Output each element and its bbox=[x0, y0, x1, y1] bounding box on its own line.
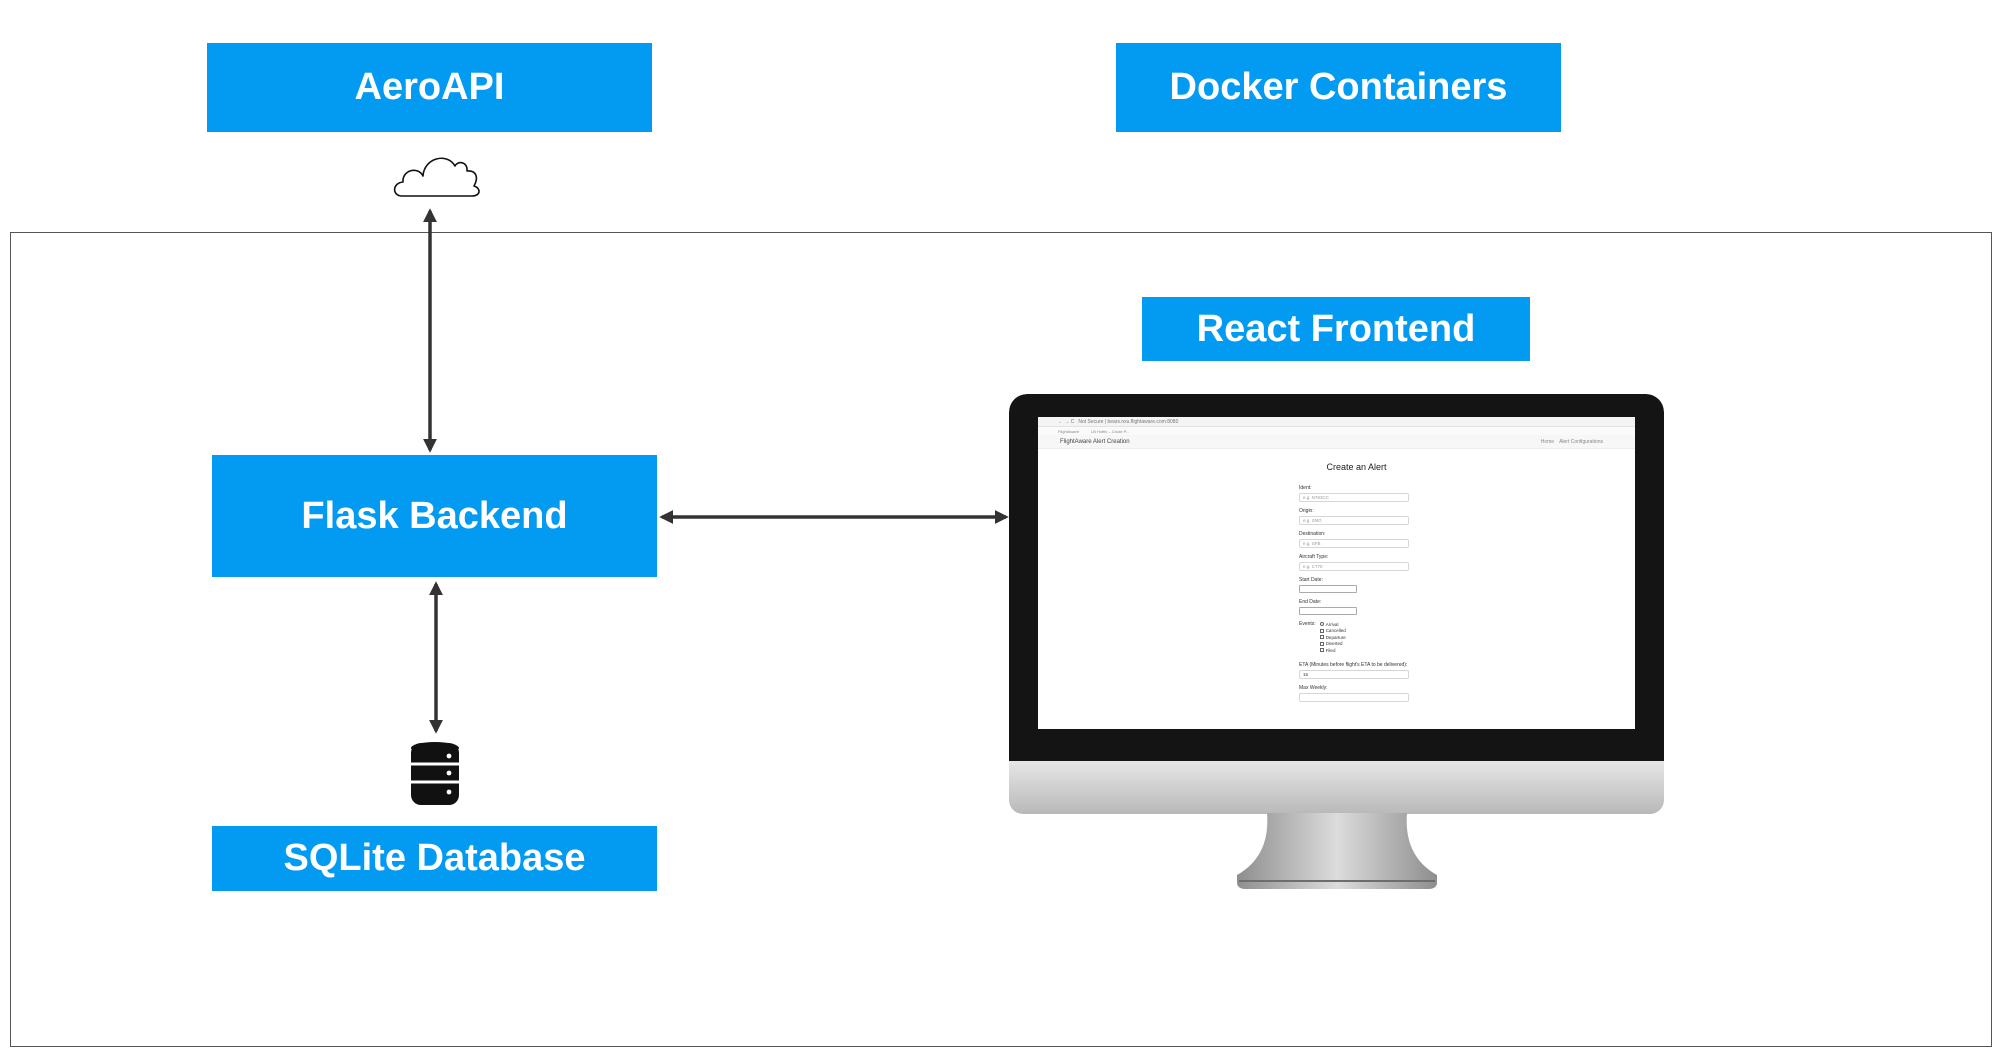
browser-toolbar: ← → C Not Secure | bears.nxu.flightaware… bbox=[1038, 417, 1635, 427]
radio-icon bbox=[1319, 622, 1324, 627]
monitor-bezel: ← → C Not Secure | bears.nxu.flightaware… bbox=[1009, 394, 1664, 761]
origin-input: e.g. SNO bbox=[1299, 516, 1409, 525]
app-navbar: FlightAware Alert Creation Home Alert Co… bbox=[1038, 435, 1635, 449]
checkbox-icon bbox=[1319, 628, 1324, 633]
desktop-monitor: ← → C Not Secure | bears.nxu.flightaware… bbox=[1009, 394, 1664, 889]
nav-link-home: Home bbox=[1540, 438, 1555, 445]
event-option-label: Arrival bbox=[1325, 621, 1339, 627]
database-icon bbox=[411, 742, 459, 805]
sqlite-database-label-box: SQLite Database bbox=[212, 826, 657, 891]
aircraft-type-input: e.g. C770 bbox=[1299, 562, 1409, 571]
browser-nav-icons: ← → C bbox=[1058, 418, 1075, 425]
flask-backend-label: Flask Backend bbox=[301, 494, 568, 537]
event-option: Filed bbox=[1319, 647, 1346, 654]
event-option-label: Cancelled bbox=[1325, 628, 1346, 634]
alert-form: Ident: e.g. N763CC Origin: e.g. SNO Dest… bbox=[1299, 479, 1419, 702]
react-frontend-label-box: React Frontend bbox=[1142, 297, 1530, 361]
start-date-label: Start Date: bbox=[1299, 577, 1323, 583]
end-date-input bbox=[1299, 607, 1357, 615]
docker-containers-label-box: Docker Containers bbox=[1116, 43, 1561, 132]
events-label: Events: bbox=[1299, 621, 1316, 627]
monitor-chin bbox=[1009, 761, 1664, 814]
monitor-stand bbox=[1237, 813, 1437, 889]
field-label: Origin: bbox=[1299, 508, 1314, 514]
max-weekly-input bbox=[1299, 692, 1409, 702]
monitor-screen: ← → C Not Secure | bears.nxu.flightaware… bbox=[1038, 417, 1635, 729]
browser-bookmarks-bar: FlightAware LB Hotfix – Crude P... bbox=[1038, 427, 1635, 435]
event-option-label: Departure bbox=[1325, 634, 1346, 640]
end-date-label: End Date: bbox=[1299, 599, 1322, 605]
browser-url: Not Secure | bears.nxu.flightaware.com:8… bbox=[1078, 418, 1179, 425]
event-option: Arrival bbox=[1319, 621, 1346, 628]
docker-container-frame bbox=[10, 232, 1992, 1047]
nav-link-alert-configurations: Alert Configurations bbox=[1559, 438, 1603, 445]
aeroapi-label-box: AeroAPI bbox=[207, 43, 652, 132]
event-option-label: Filed bbox=[1325, 647, 1336, 653]
sqlite-database-label: SQLite Database bbox=[283, 837, 586, 879]
eta-label: ETA (Minutes before flight's ETA to be d… bbox=[1299, 661, 1408, 668]
field-label: Destination: bbox=[1299, 531, 1326, 537]
cloud-icon bbox=[393, 157, 480, 197]
checkbox-icon bbox=[1319, 648, 1324, 653]
event-option-label: Diverted bbox=[1325, 641, 1343, 647]
flask-backend-box: Flask Backend bbox=[212, 455, 657, 577]
form-title: Create an Alert bbox=[1326, 462, 1387, 472]
events-group: Events: Arrival Cancelled Departure Dive… bbox=[1299, 621, 1419, 654]
react-frontend-label: React Frontend bbox=[1196, 307, 1476, 350]
event-option: Diverted bbox=[1319, 641, 1346, 648]
ident-input: e.g. N763CC bbox=[1299, 493, 1409, 502]
bookmark-item: LB Hotfix – Crude P... bbox=[1091, 428, 1130, 434]
checkbox-icon bbox=[1319, 635, 1324, 640]
event-option: Cancelled bbox=[1319, 628, 1346, 635]
destination-input: e.g. SFB bbox=[1299, 539, 1409, 548]
eta-input: 15 bbox=[1299, 669, 1409, 679]
field-label: Ident: bbox=[1299, 485, 1312, 491]
max-weekly-label: Max Weekly: bbox=[1299, 684, 1328, 691]
aeroapi-label: AeroAPI bbox=[354, 66, 505, 108]
nav-brand: FlightAware Alert Creation bbox=[1060, 438, 1130, 445]
checkbox-icon bbox=[1319, 641, 1324, 646]
event-option: Departure bbox=[1319, 634, 1346, 641]
docker-containers-label: Docker Containers bbox=[1169, 66, 1508, 108]
bookmark-item: FlightAware bbox=[1058, 428, 1080, 434]
start-date-input bbox=[1299, 585, 1357, 593]
field-label: Aircraft Type: bbox=[1299, 554, 1329, 560]
monitor-body: ← → C Not Secure | bears.nxu.flightaware… bbox=[1009, 394, 1664, 814]
